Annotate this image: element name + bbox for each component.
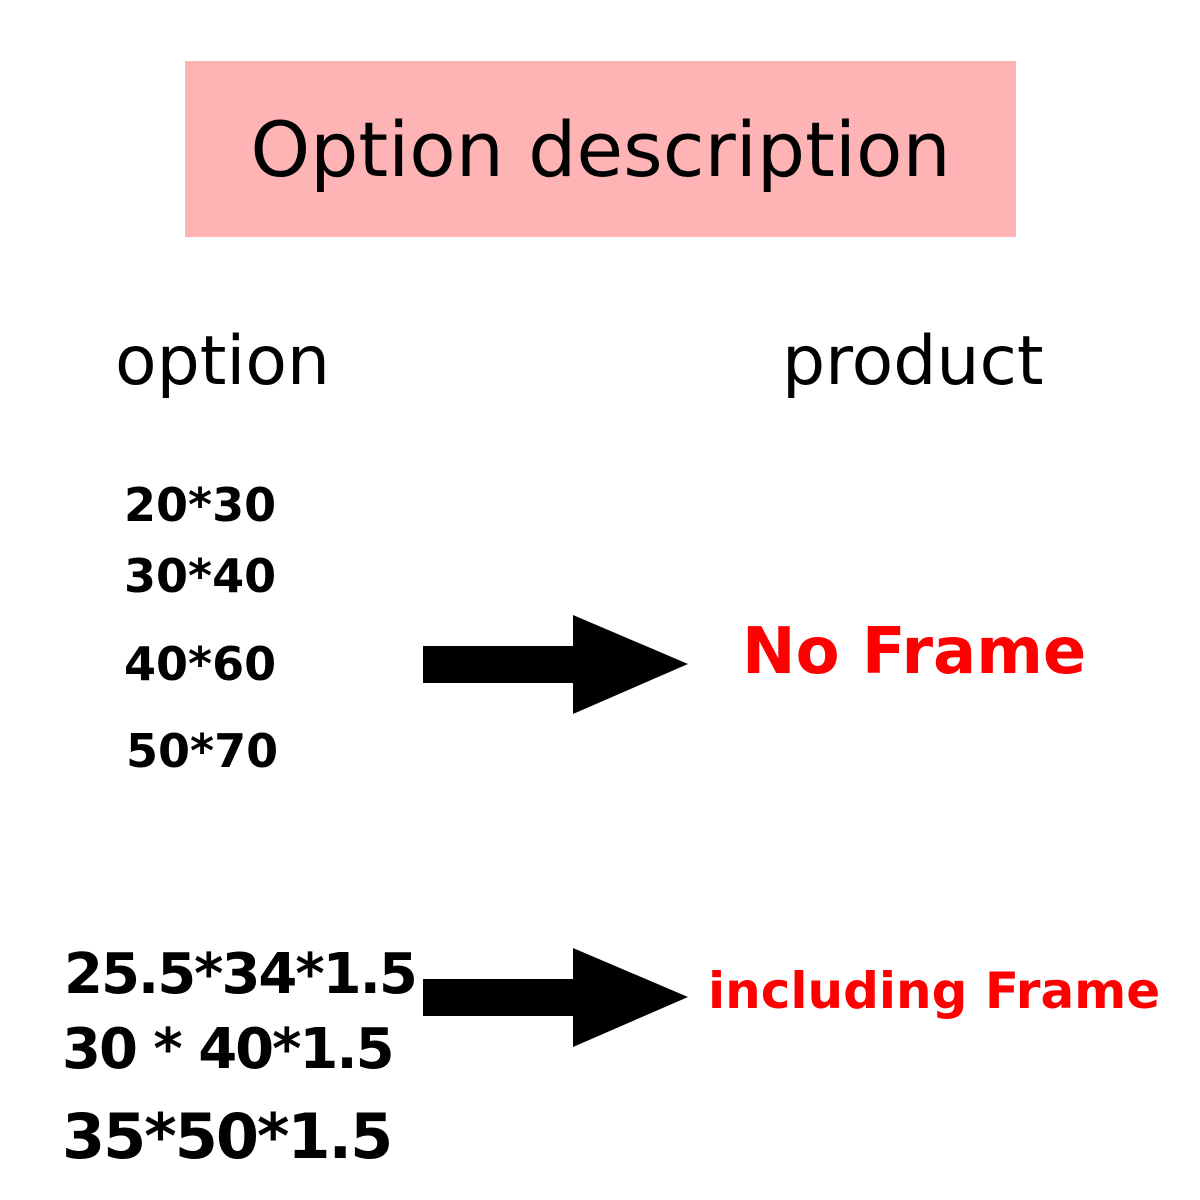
- product-header: product: [782, 322, 1044, 401]
- option-item: 20*30: [124, 478, 277, 532]
- option-item: 30*40: [124, 549, 277, 603]
- option-header: option: [115, 322, 331, 401]
- option-item: 40*60: [124, 637, 277, 691]
- option-item: 50*70: [126, 724, 279, 778]
- including-frame-label: including Frame: [708, 962, 1161, 1020]
- arrow-right-icon: [423, 615, 688, 714]
- no-frame-label: No Frame: [742, 615, 1087, 689]
- option-item: 35*50*1.5: [62, 1100, 393, 1173]
- title-banner: Option description: [185, 61, 1016, 237]
- option-item: 25.5*34*1.5: [64, 942, 418, 1007]
- option-item: 30 * 40*1.5: [62, 1017, 395, 1082]
- arrow-right-icon: [423, 948, 688, 1047]
- title: Option description: [250, 104, 951, 194]
